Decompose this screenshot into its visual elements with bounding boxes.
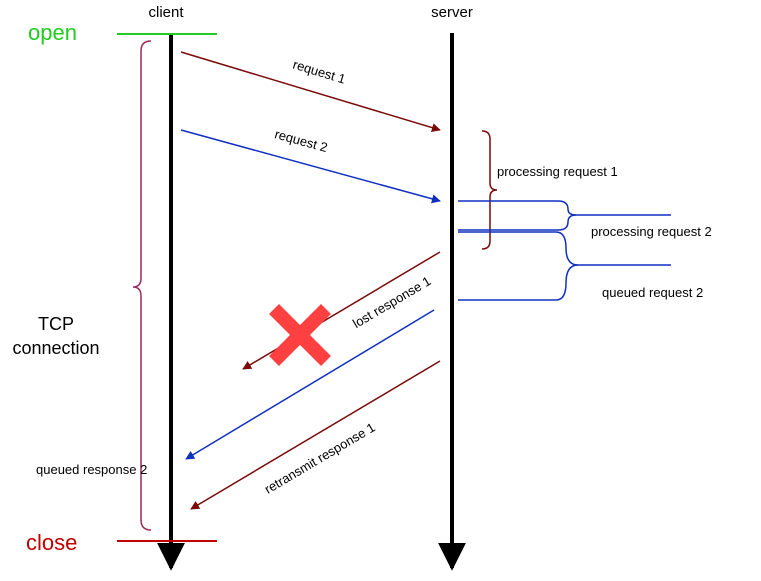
- request-2-arrow: [180, 129, 441, 204]
- server-label: server: [431, 4, 473, 21]
- lost-x-icon: [269, 304, 331, 366]
- request-1-arrow: [180, 51, 441, 132]
- queued-2-label: queued request 2: [602, 285, 703, 300]
- request-1-label: request 1: [291, 57, 347, 87]
- queued-2-brace-lower: [458, 264, 579, 301]
- queued-2-brace: [458, 231, 671, 266]
- retransmit-response-1-arrow: [190, 360, 441, 510]
- processing-1-bracket: [481, 130, 498, 250]
- connection-label-line1: TCP: [38, 314, 74, 334]
- processing-1-label: processing request 1: [497, 164, 618, 179]
- connection-label-line2: connection: [12, 338, 99, 358]
- processing-2-label: processing request 2: [591, 224, 712, 239]
- retransmit-response-1-label: retransmit response 1: [262, 420, 378, 497]
- open-label: open: [28, 20, 77, 45]
- client-label: client: [148, 4, 184, 21]
- connection-bracket: [132, 40, 152, 531]
- lost-response-1-label: lost response 1: [350, 273, 433, 331]
- queued-response-2-arrow: [185, 309, 435, 460]
- request-2-label: request 2: [273, 126, 329, 155]
- processing-2-brace-lower: [458, 214, 577, 231]
- close-label: close: [26, 530, 77, 555]
- queued-response-2-label: queued response 2: [36, 462, 147, 477]
